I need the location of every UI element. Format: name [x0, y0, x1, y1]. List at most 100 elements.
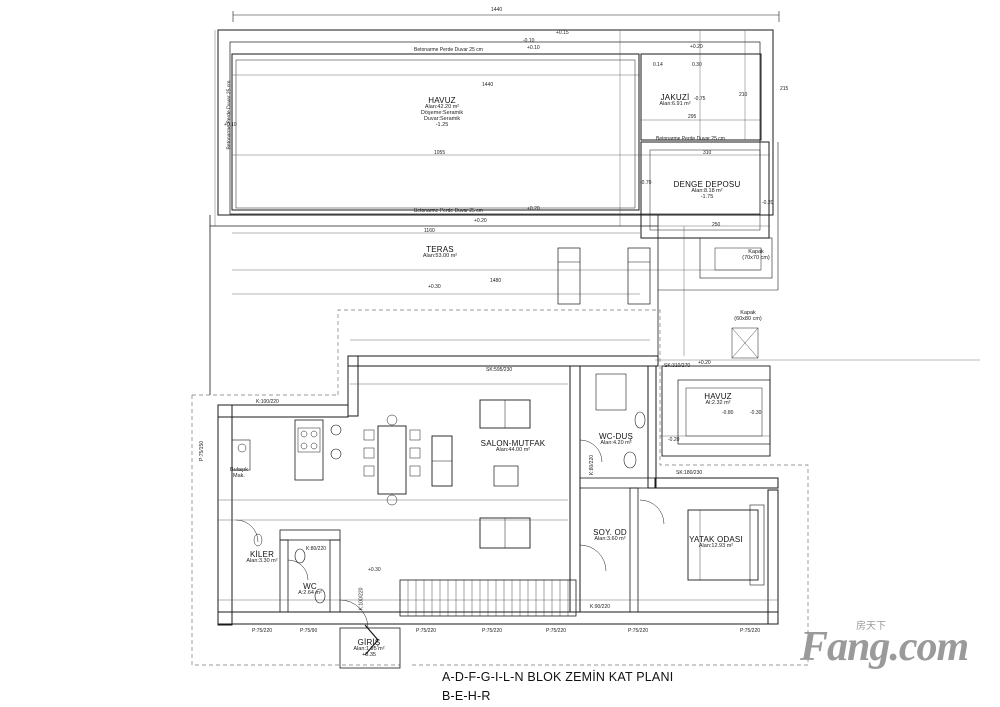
room-area: A:2.64 m² — [298, 590, 322, 597]
room-salon: SALON-MUTFAK Alan:44.00 m² — [478, 439, 548, 454]
room-soy-od: SOY. OD Alan:3.60 m² — [588, 528, 632, 543]
room-name: JAKUZİ — [660, 93, 690, 102]
watermark-small-text: 房天下 — [856, 621, 886, 632]
level-mark: +0.10 — [224, 122, 237, 128]
room-havuz-main: HAVUZ Alan:42.20 m² Döşeme:Seramik Duvar… — [412, 96, 472, 128]
room-level: -1.25 — [435, 121, 449, 128]
room-bulasik: Bulaşık Mak. — [224, 467, 254, 480]
kapak-size: (60x80 cm) — [734, 315, 762, 322]
level-mark: +0.20 — [698, 360, 711, 366]
kapak-size: (70x70 cm) — [742, 254, 770, 261]
perde-note-left: Betonarme Perde Duvar 25 cm — [226, 80, 233, 150]
room-area: Alan:3.60 m² — [594, 536, 626, 543]
level-mark: -0.70 — [640, 180, 652, 186]
plan-title: A-D-F-G-I-L-N BLOK ZEMİN KAT PLANI — [442, 670, 674, 684]
room-name: SALON-MUTFAK — [480, 439, 546, 448]
opening-p6: P:75/220 — [628, 628, 649, 634]
room-name: DENGE DEPOSU — [673, 180, 741, 189]
dim-210: 210 — [739, 92, 748, 98]
level-mark: -0.20 — [668, 437, 680, 443]
room-kiler: KİLER Alan:3.30 m² — [240, 550, 284, 565]
opening-p-side: P:75/150 — [199, 440, 206, 462]
room-name: KİLER — [249, 550, 275, 559]
room-name: YATAK ODASI — [689, 535, 743, 544]
room-name: TERAS — [426, 245, 454, 254]
level-mark: 0.14 — [653, 62, 663, 68]
level-mark: +0.20 — [474, 218, 487, 224]
opening-p4: P:75/220 — [482, 628, 503, 634]
room-level: +0.35 — [362, 652, 376, 659]
opening-k90: K:90/220 — [590, 604, 611, 610]
room-area: Alan:8.18 m² — [691, 188, 723, 195]
room-area: Alan:42.20 m² — [424, 104, 460, 111]
room-wc-dus: WC-DUŞ Alan:4.20 m² — [594, 432, 638, 447]
level-mark: +0.20 — [690, 44, 703, 50]
dim-1055: 1055 — [434, 150, 446, 156]
opening-p2: P:75/90 — [300, 628, 318, 634]
opening-p1: P:75/220 — [252, 628, 273, 634]
kapak-name: Kapak — [748, 249, 764, 255]
kapak-1: Kapak (70x70 cm) — [736, 249, 776, 262]
kapak-name: Kapak — [740, 310, 756, 316]
dim-250: 250 — [712, 222, 721, 228]
dim-295: 295 — [688, 114, 697, 120]
room-area: Alan:1.95 m² — [353, 646, 385, 653]
room-name: WC — [303, 582, 317, 591]
level-mark: -0.20 — [762, 200, 774, 206]
dim-1480: 1480 — [490, 278, 502, 284]
watermark-logo: 房天下 Fang.com — [796, 615, 986, 685]
opening-sk310: SK:310/270 — [664, 363, 691, 369]
room-giris: GİRİŞ Alan:1.95 m² +0.35 — [347, 638, 391, 659]
opening-k100: K:100/220 — [256, 399, 279, 405]
room-name: WC-DUŞ — [598, 432, 634, 441]
dim-top-total: 1440 — [491, 7, 503, 13]
level-mark: +0.30 — [428, 284, 441, 290]
opening-k100b: K:100/220 — [358, 587, 365, 611]
room-wc: WC A:2.64 m² — [292, 582, 328, 597]
room-teras: TERAS Alan:53.00 m² — [410, 245, 470, 260]
perde-note-bottom: Betonarme Perde Duvar 25 cm — [414, 208, 483, 214]
room-level: -1.75 — [700, 194, 714, 201]
room-area: Alan:53.00 m² — [422, 253, 458, 260]
opening-k80: K:80/220 — [306, 546, 327, 552]
opening-p3: P:75/220 — [416, 628, 437, 634]
plan-subtitle: B-E-H-R — [442, 689, 491, 703]
room-denge: DENGE DEPOSU Alan:8.18 m² -1.75 — [672, 180, 742, 201]
room-name: GİRİŞ — [357, 638, 381, 647]
level-mark: +0.20 — [527, 206, 540, 212]
room-jakuzi: JAKUZİ Alan:6.91 m² — [650, 93, 700, 108]
level-mark: -0.30 — [750, 410, 762, 416]
room-area: Al:2.32 m² — [705, 400, 731, 407]
level-mark: +0.30 — [368, 567, 381, 573]
opening-sk595: SK:595/230 — [486, 367, 513, 373]
room-name: SOY. OD — [593, 528, 627, 537]
perde-note-top: Betonarme Perde Duvar 25 cm — [414, 47, 483, 53]
dim-310: 310 — [703, 150, 712, 156]
opening-k80b: K:80/220 — [589, 454, 596, 476]
opening-p7: P:75/220 — [740, 628, 761, 634]
dim-1440: 1440 — [482, 82, 494, 88]
perde-note-right: Betonarme Perde Duvar 25 cm — [656, 136, 725, 142]
level-mark: -0.75 — [694, 96, 706, 102]
level-mark: -0.80 — [722, 410, 734, 416]
opening-sk180: SK:180/230 — [676, 470, 703, 476]
room-area: Alan:44.00 m² — [495, 447, 531, 454]
room-area: Alan:6.91 m² — [659, 101, 691, 108]
dim-215: 215 — [780, 86, 789, 92]
level-mark: -0.10 — [523, 38, 535, 44]
room-area: Alan:3.30 m² — [246, 558, 278, 565]
kapak-2: Kapak (60x80 cm) — [728, 310, 768, 323]
room-name: HAVUZ — [704, 392, 732, 401]
watermark-big-text: Fang.com — [800, 624, 969, 670]
room-yatak: YATAK ODASI Alan:12.93 m² — [688, 535, 744, 550]
room-area: Alan:4.20 m² — [600, 440, 632, 447]
room-area: Mak. — [233, 472, 245, 479]
room-name: HAVUZ — [428, 96, 456, 105]
room-name: Bulaşık — [229, 467, 249, 473]
level-mark: +0.15 — [556, 30, 569, 36]
room-floor: Döşeme:Seramik — [420, 110, 464, 117]
level-mark: 0.30 — [692, 62, 702, 68]
room-wall: Duvar:Seramik — [423, 115, 461, 122]
opening-p5: P:75/220 — [546, 628, 567, 634]
